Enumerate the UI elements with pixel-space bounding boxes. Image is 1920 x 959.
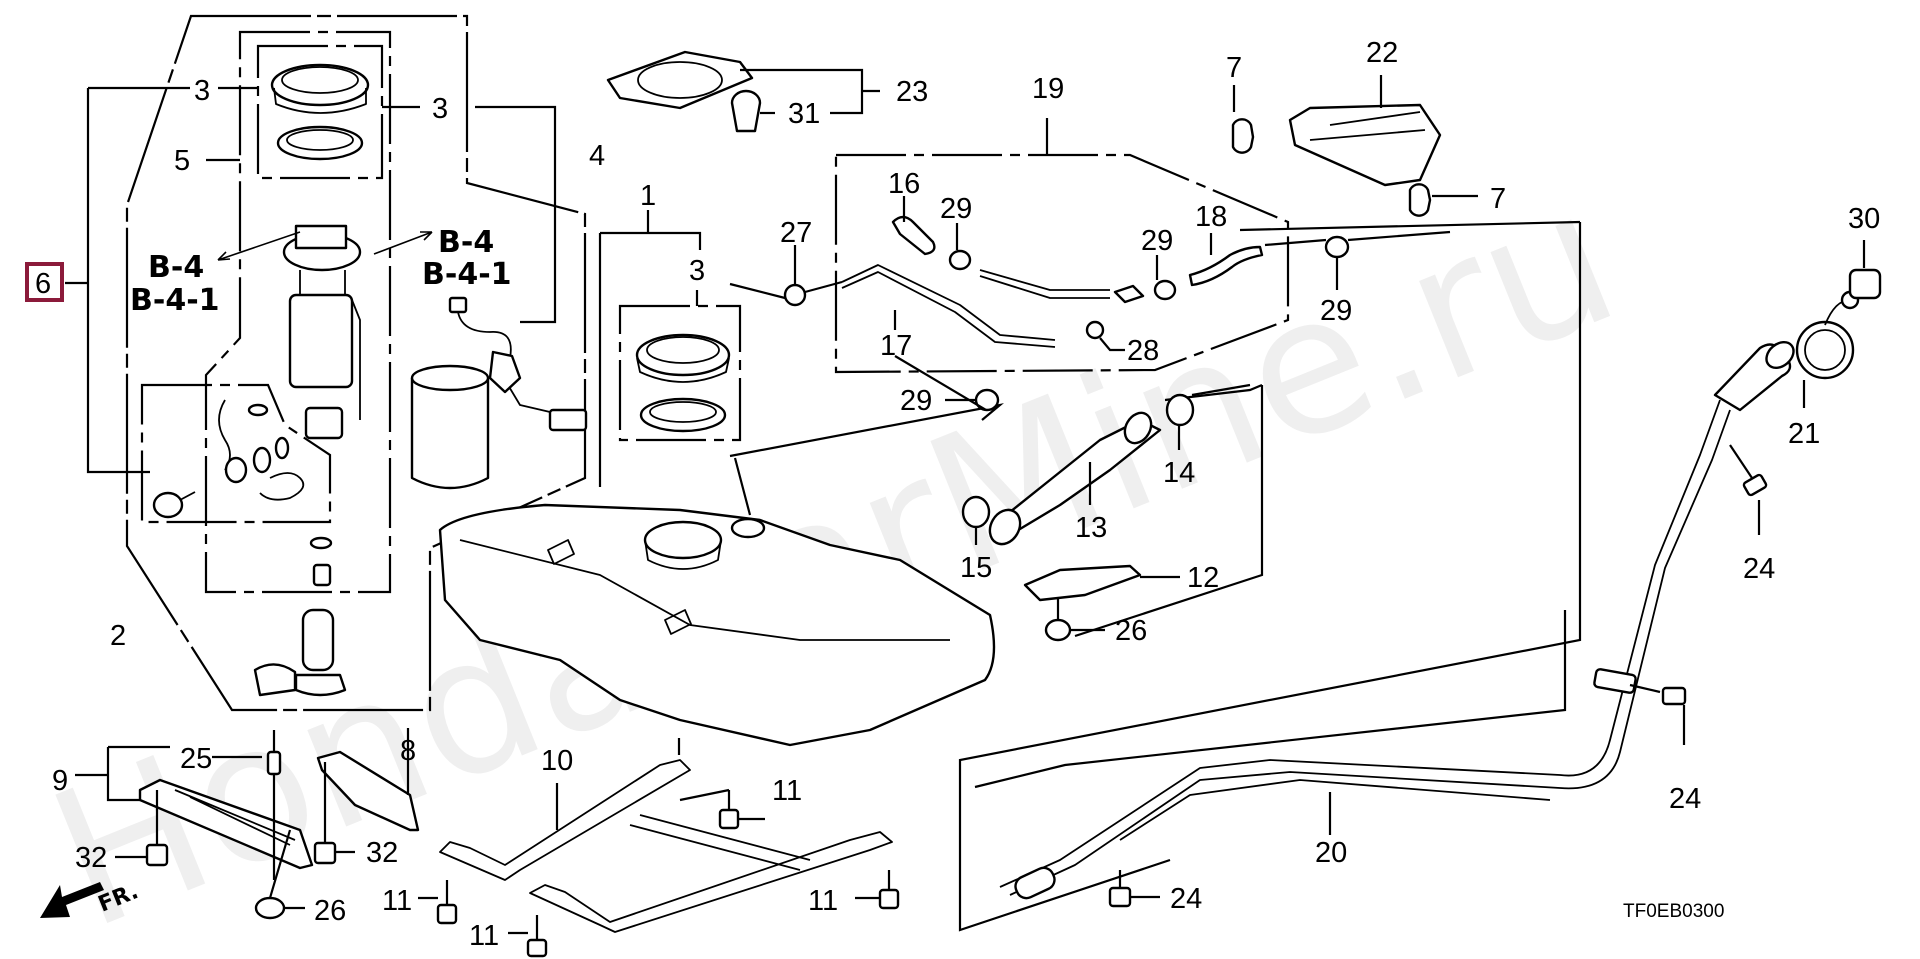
callout-13[interactable]: 13 — [1075, 512, 1107, 544]
callout-7[interactable]: 7 — [1226, 52, 1242, 84]
callout-11[interactable]: 11 — [469, 920, 499, 952]
callout-3[interactable]: 3 — [689, 255, 705, 287]
callout-6[interactable]: 6 — [35, 268, 51, 300]
callout-2[interactable]: 2 — [110, 620, 126, 652]
callout-26[interactable]: 26 — [314, 895, 346, 927]
callout-29[interactable]: 29 — [1320, 295, 1352, 327]
callout-32[interactable]: 32 — [366, 837, 398, 869]
highlight-box — [25, 262, 64, 302]
callout-9[interactable]: 9 — [52, 765, 68, 797]
drawing-code: TF0EB0300 — [1623, 901, 1724, 922]
callout-16[interactable]: 16 — [888, 168, 920, 200]
fuel-tank-group — [438, 210, 1004, 747]
callout-6-highlight[interactable]: 6 — [25, 262, 64, 302]
callout-26[interactable]: 26 — [1115, 615, 1147, 647]
callout-23[interactable]: 23 — [896, 76, 928, 108]
callout-25[interactable]: 25 — [180, 743, 212, 775]
fuel-pump-module-group — [65, 14, 588, 712]
filler-neck-group — [958, 220, 1882, 932]
callout-11[interactable]: 11 — [772, 775, 802, 807]
callout-12[interactable]: 12 — [1187, 562, 1219, 594]
tank-straps-group — [418, 738, 900, 958]
ref-label-left-b4-1[interactable]: B-4-1 — [130, 283, 220, 318]
callout-11[interactable]: 11 — [808, 885, 838, 917]
ref-label-left-b4[interactable]: B-4 — [148, 250, 204, 285]
callout-29[interactable]: 29 — [940, 193, 972, 225]
callout-24[interactable]: 24 — [1669, 783, 1701, 815]
callout-20[interactable]: 20 — [1315, 837, 1347, 869]
callout-15[interactable]: 15 — [960, 552, 992, 584]
callout-4[interactable]: 4 — [589, 140, 605, 172]
callout-24[interactable]: 24 — [1170, 883, 1202, 915]
callout-29[interactable]: 29 — [1141, 225, 1173, 257]
callout-10[interactable]: 10 — [541, 745, 573, 777]
callout-24[interactable]: 24 — [1743, 553, 1775, 585]
callout-19[interactable]: 19 — [1032, 73, 1064, 105]
callout-22[interactable]: 22 — [1366, 37, 1398, 69]
callout-28[interactable]: 28 — [1127, 335, 1159, 367]
callout-18[interactable]: 18 — [1195, 201, 1227, 233]
hose-parts-group — [961, 383, 1251, 642]
callout-11[interactable]: 11 — [382, 885, 412, 917]
callout-8[interactable]: 8 — [400, 735, 416, 767]
callout-29[interactable]: 29 — [900, 385, 932, 417]
ref-label-right-b4-1[interactable]: B-4-1 — [422, 257, 512, 292]
callout-21[interactable]: 21 — [1788, 418, 1820, 450]
vent-pipe-group — [729, 118, 1451, 412]
callout-7[interactable]: 7 — [1490, 183, 1506, 215]
canister-group — [1231, 75, 1478, 217]
callout-30[interactable]: 30 — [1848, 203, 1880, 235]
callout-31[interactable]: 31 — [788, 98, 820, 130]
callout-14[interactable]: 14 — [1163, 457, 1195, 489]
callout-17[interactable]: 17 — [880, 330, 912, 362]
callout-27[interactable]: 27 — [780, 217, 812, 249]
callout-1[interactable]: 1 — [640, 180, 656, 212]
callout-labels: 1 2 3 3 3 4 4 5 7 7 8 9 10 11 11 11 11 1… — [52, 37, 1880, 952]
callout-3[interactable]: 3 — [432, 93, 448, 125]
service-cover-group — [606, 50, 880, 133]
callout-5[interactable]: 5 — [174, 145, 190, 177]
callout-32[interactable]: 32 — [75, 842, 107, 874]
ref-label-right-b4[interactable]: B-4 — [438, 225, 494, 260]
callout-3[interactable]: 3 — [194, 75, 210, 107]
